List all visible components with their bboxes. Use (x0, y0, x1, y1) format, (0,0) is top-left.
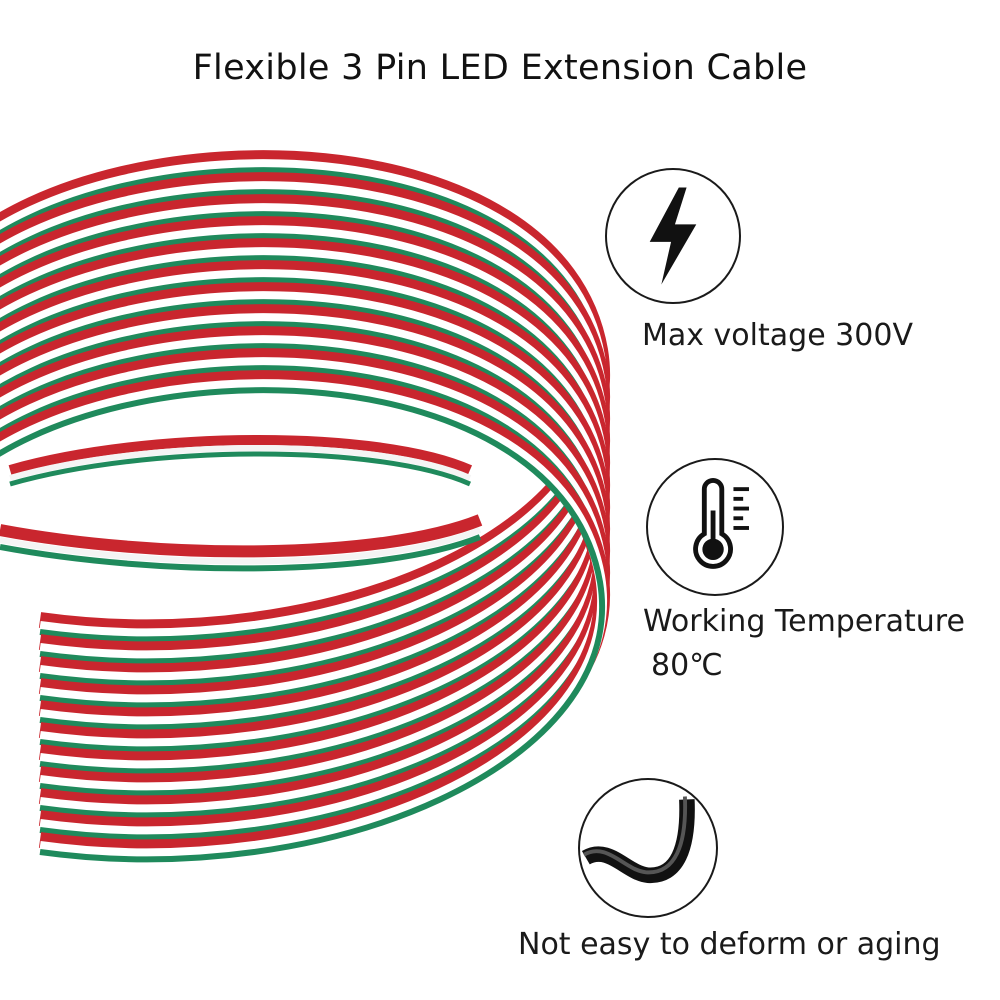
page-title: Flexible 3 Pin LED Extension Cable (192, 48, 808, 88)
lightning-bolt-icon (605, 168, 741, 304)
thermometer-icon (646, 458, 784, 596)
bent-cable-icon (578, 778, 718, 918)
max-voltage-label: Max voltage 300V (642, 318, 913, 353)
durability-label: Not easy to deform or aging (518, 927, 941, 962)
inner-cable-loops (0, 435, 483, 572)
working-temperature-value: 80℃ (651, 648, 723, 683)
working-temperature-label: Working Temperature (643, 604, 965, 639)
